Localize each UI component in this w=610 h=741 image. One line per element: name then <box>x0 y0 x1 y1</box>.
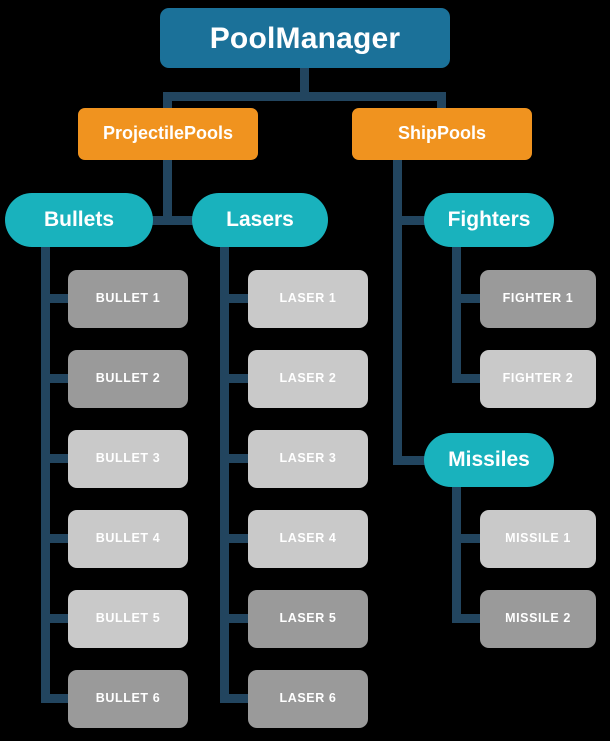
node-category-lasers[interactable]: Lasers <box>192 193 328 247</box>
node-label: BULLET 4 <box>95 531 161 546</box>
node-label: BULLET 3 <box>95 451 161 466</box>
node-leaf-bullet-3[interactable]: BULLET 3 <box>68 430 188 488</box>
connector-fighters-stub-1 <box>452 294 488 303</box>
connector-lasers-stub-1 <box>220 294 256 303</box>
node-label: LASER 5 <box>279 611 337 626</box>
node-leaf-missile-1[interactable]: MISSILE 1 <box>480 510 596 568</box>
node-leaf-laser-3[interactable]: LASER 3 <box>248 430 368 488</box>
connector-bullets-stub-1 <box>41 294 77 303</box>
node-label: MISSILE 2 <box>505 611 571 626</box>
connector-ship-to-fighters <box>393 216 445 225</box>
node-leaf-laser-6[interactable]: LASER 6 <box>248 670 368 728</box>
connector-ship-stem <box>393 160 402 462</box>
connector-missiles-stub-1 <box>452 534 488 543</box>
connector-bullets-stub-6 <box>41 694 77 703</box>
connector-fighters-rail <box>452 240 461 383</box>
node-leaf-bullet-2[interactable]: BULLET 2 <box>68 350 188 408</box>
node-label: BULLET 6 <box>95 691 161 706</box>
connector-projectile-stem <box>163 160 172 216</box>
node-label: FIGHTER 2 <box>502 371 574 386</box>
connector-bullets-stub-4 <box>41 534 77 543</box>
node-group-shippools[interactable]: ShipPools <box>352 108 532 160</box>
node-label: ProjectilePools <box>102 123 234 144</box>
node-leaf-missile-2[interactable]: MISSILE 2 <box>480 590 596 648</box>
connector-bullets-stub-5 <box>41 614 77 623</box>
connector-lasers-stub-5 <box>220 614 256 623</box>
connector-lasers-stub-2 <box>220 374 256 383</box>
node-label: Bullets <box>43 208 114 232</box>
node-label: BULLET 5 <box>95 611 161 626</box>
node-leaf-bullet-1[interactable]: BULLET 1 <box>68 270 188 328</box>
connector-root-to-projectile <box>163 92 172 112</box>
connector-projectile-bus <box>120 216 215 225</box>
node-leaf-bullet-6[interactable]: BULLET 6 <box>68 670 188 728</box>
node-label: Missiles <box>448 448 530 472</box>
node-group-projectilepools[interactable]: ProjectilePools <box>78 108 258 160</box>
node-leaf-laser-4[interactable]: LASER 4 <box>248 510 368 568</box>
node-label: ShipPools <box>397 123 486 144</box>
node-label: LASER 2 <box>279 371 337 386</box>
node-category-fighters[interactable]: Fighters <box>424 193 554 247</box>
node-label: LASER 4 <box>279 531 337 546</box>
node-category-bullets[interactable]: Bullets <box>5 193 153 247</box>
connector-bullets-rail <box>41 240 50 703</box>
node-root-poolmanager[interactable]: PoolManager <box>160 8 450 68</box>
node-label: Lasers <box>226 208 294 232</box>
connector-fighters-stub-2 <box>452 374 488 383</box>
node-label: MISSILE 1 <box>505 531 571 546</box>
node-leaf-laser-1[interactable]: LASER 1 <box>248 270 368 328</box>
connector-missiles-stub-2 <box>452 614 488 623</box>
connector-root-to-ship <box>437 92 446 112</box>
node-leaf-laser-5[interactable]: LASER 5 <box>248 590 368 648</box>
connector-ship-to-missiles <box>393 456 445 465</box>
node-leaf-bullet-4[interactable]: BULLET 4 <box>68 510 188 568</box>
node-label: BULLET 1 <box>95 291 161 306</box>
node-leaf-bullet-5[interactable]: BULLET 5 <box>68 590 188 648</box>
connector-bullets-stub-3 <box>41 454 77 463</box>
connector-root-stem <box>300 68 309 92</box>
node-label: LASER 6 <box>279 691 337 706</box>
node-label: BULLET 2 <box>95 371 161 386</box>
node-category-missiles[interactable]: Missiles <box>424 433 554 487</box>
connector-bullets-stub-2 <box>41 374 77 383</box>
connector-lasers-stub-6 <box>220 694 256 703</box>
node-leaf-fighter-2[interactable]: FIGHTER 2 <box>480 350 596 408</box>
node-label: LASER 3 <box>279 451 337 466</box>
node-label: LASER 1 <box>279 291 337 306</box>
node-label: PoolManager <box>209 21 401 55</box>
connector-lasers-stub-4 <box>220 534 256 543</box>
connector-root-bus <box>163 92 446 101</box>
connector-missiles-rail <box>452 480 461 623</box>
node-label: Fighters <box>447 208 531 232</box>
node-leaf-laser-2[interactable]: LASER 2 <box>248 350 368 408</box>
connector-lasers-stub-3 <box>220 454 256 463</box>
node-leaf-fighter-1[interactable]: FIGHTER 1 <box>480 270 596 328</box>
node-label: FIGHTER 1 <box>502 291 574 306</box>
connector-lasers-rail <box>220 240 229 703</box>
